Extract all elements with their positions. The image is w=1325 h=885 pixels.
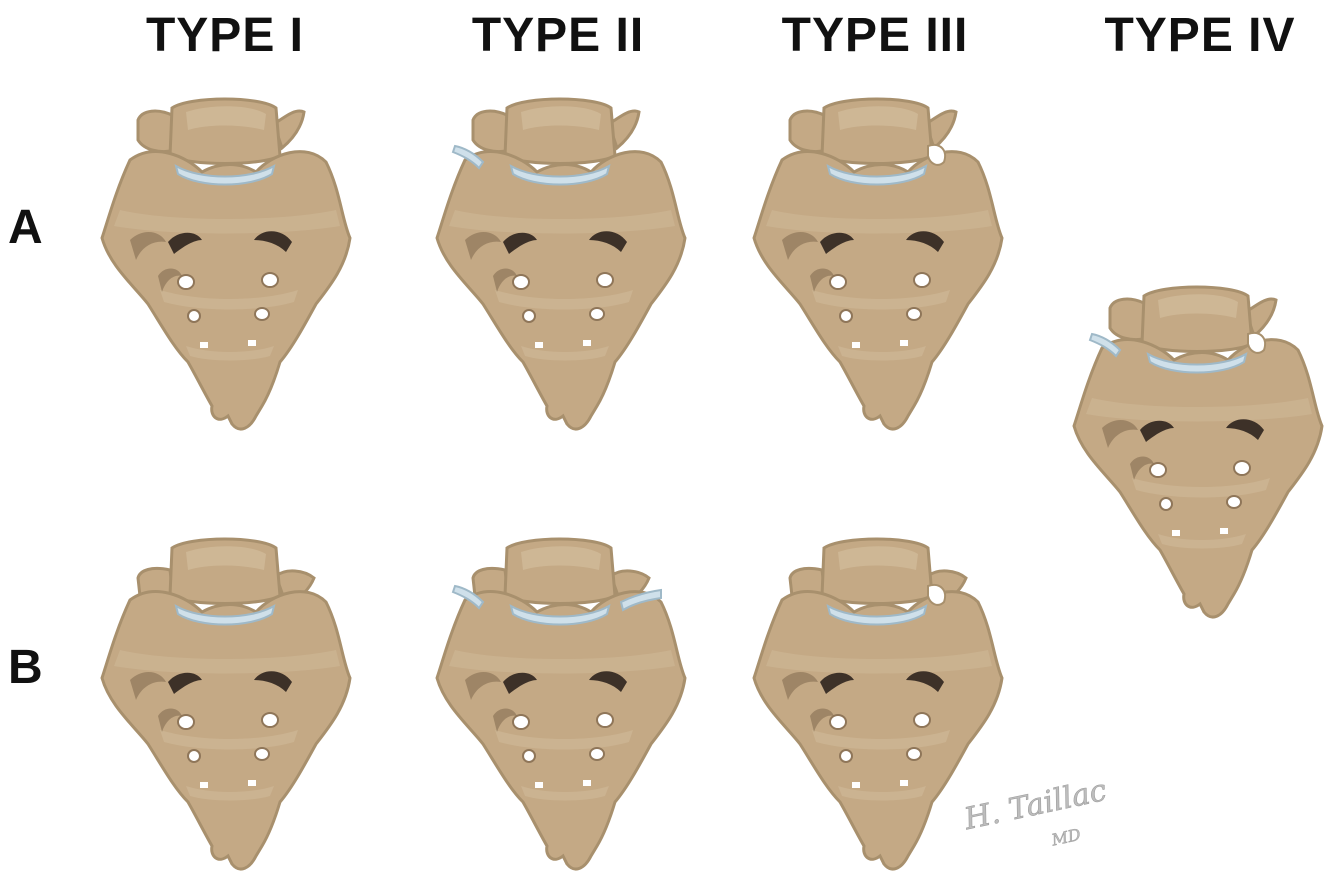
foramen-s3-right — [255, 748, 269, 760]
column-title-type-4: TYPE IV — [1070, 8, 1325, 63]
foramen-s2-left — [1150, 463, 1166, 477]
artist-signature: H. Taillac MD — [960, 780, 1110, 850]
sacrum — [102, 592, 350, 869]
foramen-s4-left — [1172, 530, 1180, 536]
gap-right — [1248, 333, 1265, 353]
row-label-b: B — [8, 640, 43, 695]
foramen-s2-right — [914, 273, 930, 287]
foramen-s3-right — [1227, 496, 1241, 508]
foramen-s3-left — [188, 750, 200, 762]
foramen-s2-left — [830, 715, 846, 729]
signature-credential: MD — [1049, 825, 1083, 850]
row-label-a: A — [8, 200, 43, 255]
foramen-s4-right — [583, 340, 591, 346]
foramen-s3-left — [523, 750, 535, 762]
foramen-s2-left — [830, 275, 846, 289]
foramen-s3-left — [840, 310, 852, 322]
foramen-s4-right — [900, 780, 908, 786]
foramen-s4-left — [852, 342, 860, 348]
foramen-s2-right — [262, 713, 278, 727]
foramen-s3-right — [590, 748, 604, 760]
sacrum — [437, 152, 685, 429]
foramen-s4-left — [852, 782, 860, 788]
foramen-s2-right — [597, 273, 613, 287]
foramen-s4-right — [248, 340, 256, 346]
sacrum — [102, 152, 350, 429]
foramen-s4-left — [535, 782, 543, 788]
foramen-s2-right — [914, 713, 930, 727]
foramen-s4-left — [200, 782, 208, 788]
foramen-s3-left — [188, 310, 200, 322]
foramen-s4-right — [583, 780, 591, 786]
sacrum-type-2b — [425, 530, 695, 880]
sacrum — [437, 592, 685, 869]
foramen-s3-right — [907, 748, 921, 760]
sacrum — [754, 152, 1002, 429]
column-title-type-1: TYPE I — [95, 8, 355, 63]
foramen-s2-right — [1234, 461, 1250, 475]
foramen-s2-left — [513, 715, 529, 729]
foramen-s2-right — [597, 713, 613, 727]
gap-right — [928, 145, 945, 165]
foramen-s4-right — [900, 340, 908, 346]
foramen-s3-right — [255, 308, 269, 320]
foramen-s3-left — [840, 750, 852, 762]
signature-name: H. Taillac — [960, 780, 1110, 837]
foramen-s4-right — [1220, 528, 1228, 534]
sacrum-type-3a — [742, 90, 1012, 440]
sacrum-type-2a — [425, 90, 695, 440]
foramen-s3-right — [907, 308, 921, 320]
sacrum-type-4 — [1062, 278, 1325, 628]
gap-right — [928, 585, 945, 605]
foramen-s4-left — [200, 342, 208, 348]
sacrum-type-1b — [90, 530, 360, 880]
column-title-type-2: TYPE II — [428, 8, 688, 63]
foramen-s2-right — [262, 273, 278, 287]
foramen-s3-left — [1160, 498, 1172, 510]
foramen-s3-right — [590, 308, 604, 320]
sacrum-type-1a — [90, 90, 360, 440]
foramen-s4-left — [535, 342, 543, 348]
foramen-s4-right — [248, 780, 256, 786]
foramen-s2-left — [178, 715, 194, 729]
column-title-type-3: TYPE III — [745, 8, 1005, 63]
foramen-s3-left — [523, 310, 535, 322]
foramen-s2-left — [178, 275, 194, 289]
sacrum — [1074, 340, 1322, 617]
foramen-s2-left — [513, 275, 529, 289]
